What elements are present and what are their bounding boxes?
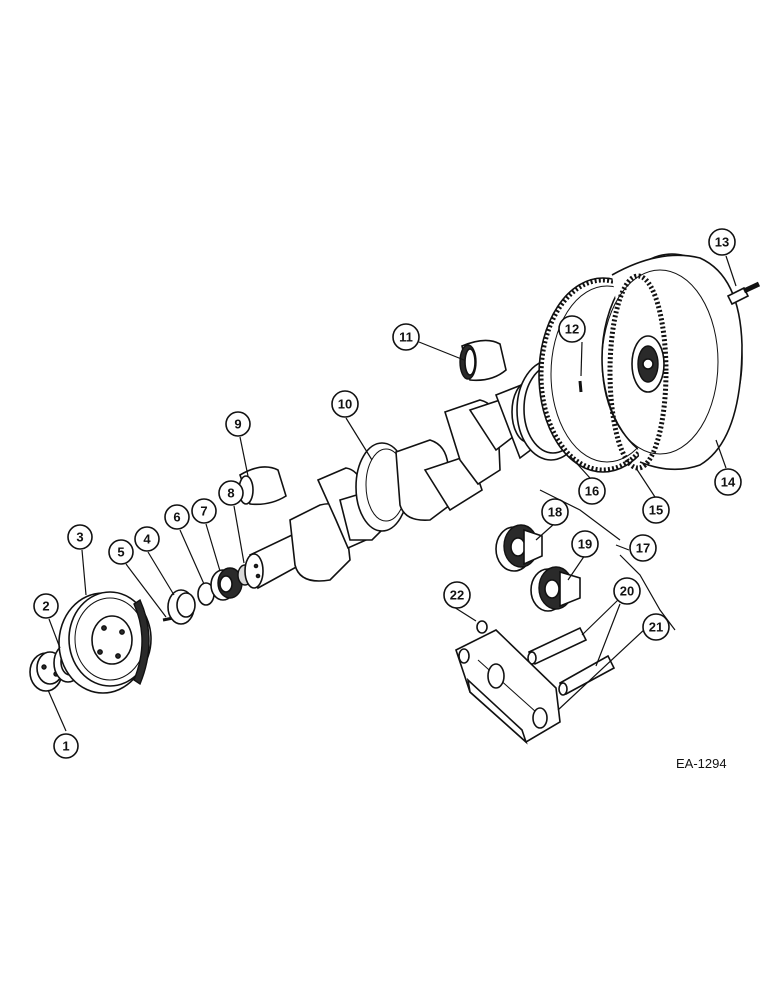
callout-2: 2	[33, 593, 59, 619]
callout-15: 15	[642, 496, 670, 524]
callout-4-label: 4	[143, 532, 151, 547]
callout-16: 16	[578, 477, 606, 505]
callout-13-label: 13	[715, 235, 729, 250]
callout-3: 3	[67, 524, 93, 550]
callout-18-label: 18	[548, 505, 562, 520]
callout-19: 19	[571, 530, 599, 558]
callout-11: 11	[392, 323, 420, 351]
callout-10-label: 10	[338, 397, 352, 412]
callout-2-label: 2	[42, 599, 49, 614]
callout-8-label: 8	[227, 486, 234, 501]
callout-17: 17	[629, 534, 657, 562]
callout-6-label: 6	[173, 510, 180, 525]
part-19-gear	[530, 566, 581, 612]
callout-13: 13	[708, 228, 736, 256]
callout-20: 20	[613, 577, 641, 605]
part-18-gear	[495, 524, 543, 572]
reference-code: EA-1294	[676, 756, 727, 771]
callout-15-label: 15	[649, 503, 663, 518]
callout-12: 12	[558, 315, 586, 343]
callout-16-label: 16	[585, 484, 599, 499]
part-22-o-ring	[476, 620, 488, 634]
callout-4: 4	[134, 526, 160, 552]
callout-18: 18	[541, 498, 569, 526]
callout-11-label: 11	[399, 330, 413, 345]
callout-20-label: 20	[620, 584, 634, 599]
callout-21: 21	[642, 613, 670, 641]
part-12-dowel	[578, 380, 583, 393]
part-3-pulley	[58, 591, 152, 694]
callout-14-label: 14	[721, 475, 736, 490]
callout-9-label: 9	[234, 417, 241, 432]
callout-9: 9	[225, 411, 251, 437]
part-9-bearing	[238, 466, 287, 506]
callout-7-label: 7	[200, 504, 207, 519]
callout-14: 14	[714, 468, 742, 496]
part-7-gear	[210, 567, 243, 601]
callout-5-label: 5	[117, 545, 124, 560]
part-20-shafts	[527, 626, 616, 696]
callout-10: 10	[331, 390, 359, 418]
part-14-flywheel	[601, 253, 743, 471]
callout-19-label: 19	[578, 537, 592, 552]
leader-lines	[47, 255, 737, 732]
part-4-seal	[167, 589, 196, 625]
callout-1-label: 1	[62, 739, 69, 754]
callout-5: 5	[108, 539, 134, 565]
callout-22-label: 22	[450, 588, 464, 603]
callout-22: 22	[443, 581, 471, 609]
part-21-bracket	[455, 629, 561, 745]
callout-12-label: 12	[565, 322, 579, 337]
callout-7: 7	[191, 498, 217, 524]
part-13-bolt	[726, 281, 761, 306]
callout-1: 1	[53, 733, 79, 759]
part-11-bearing	[459, 339, 507, 382]
callout-8: 8	[218, 480, 244, 506]
callout-6: 6	[164, 504, 190, 530]
callout-3-label: 3	[76, 530, 83, 545]
callout-21-label: 21	[649, 620, 663, 635]
callout-17-label: 17	[636, 541, 650, 556]
